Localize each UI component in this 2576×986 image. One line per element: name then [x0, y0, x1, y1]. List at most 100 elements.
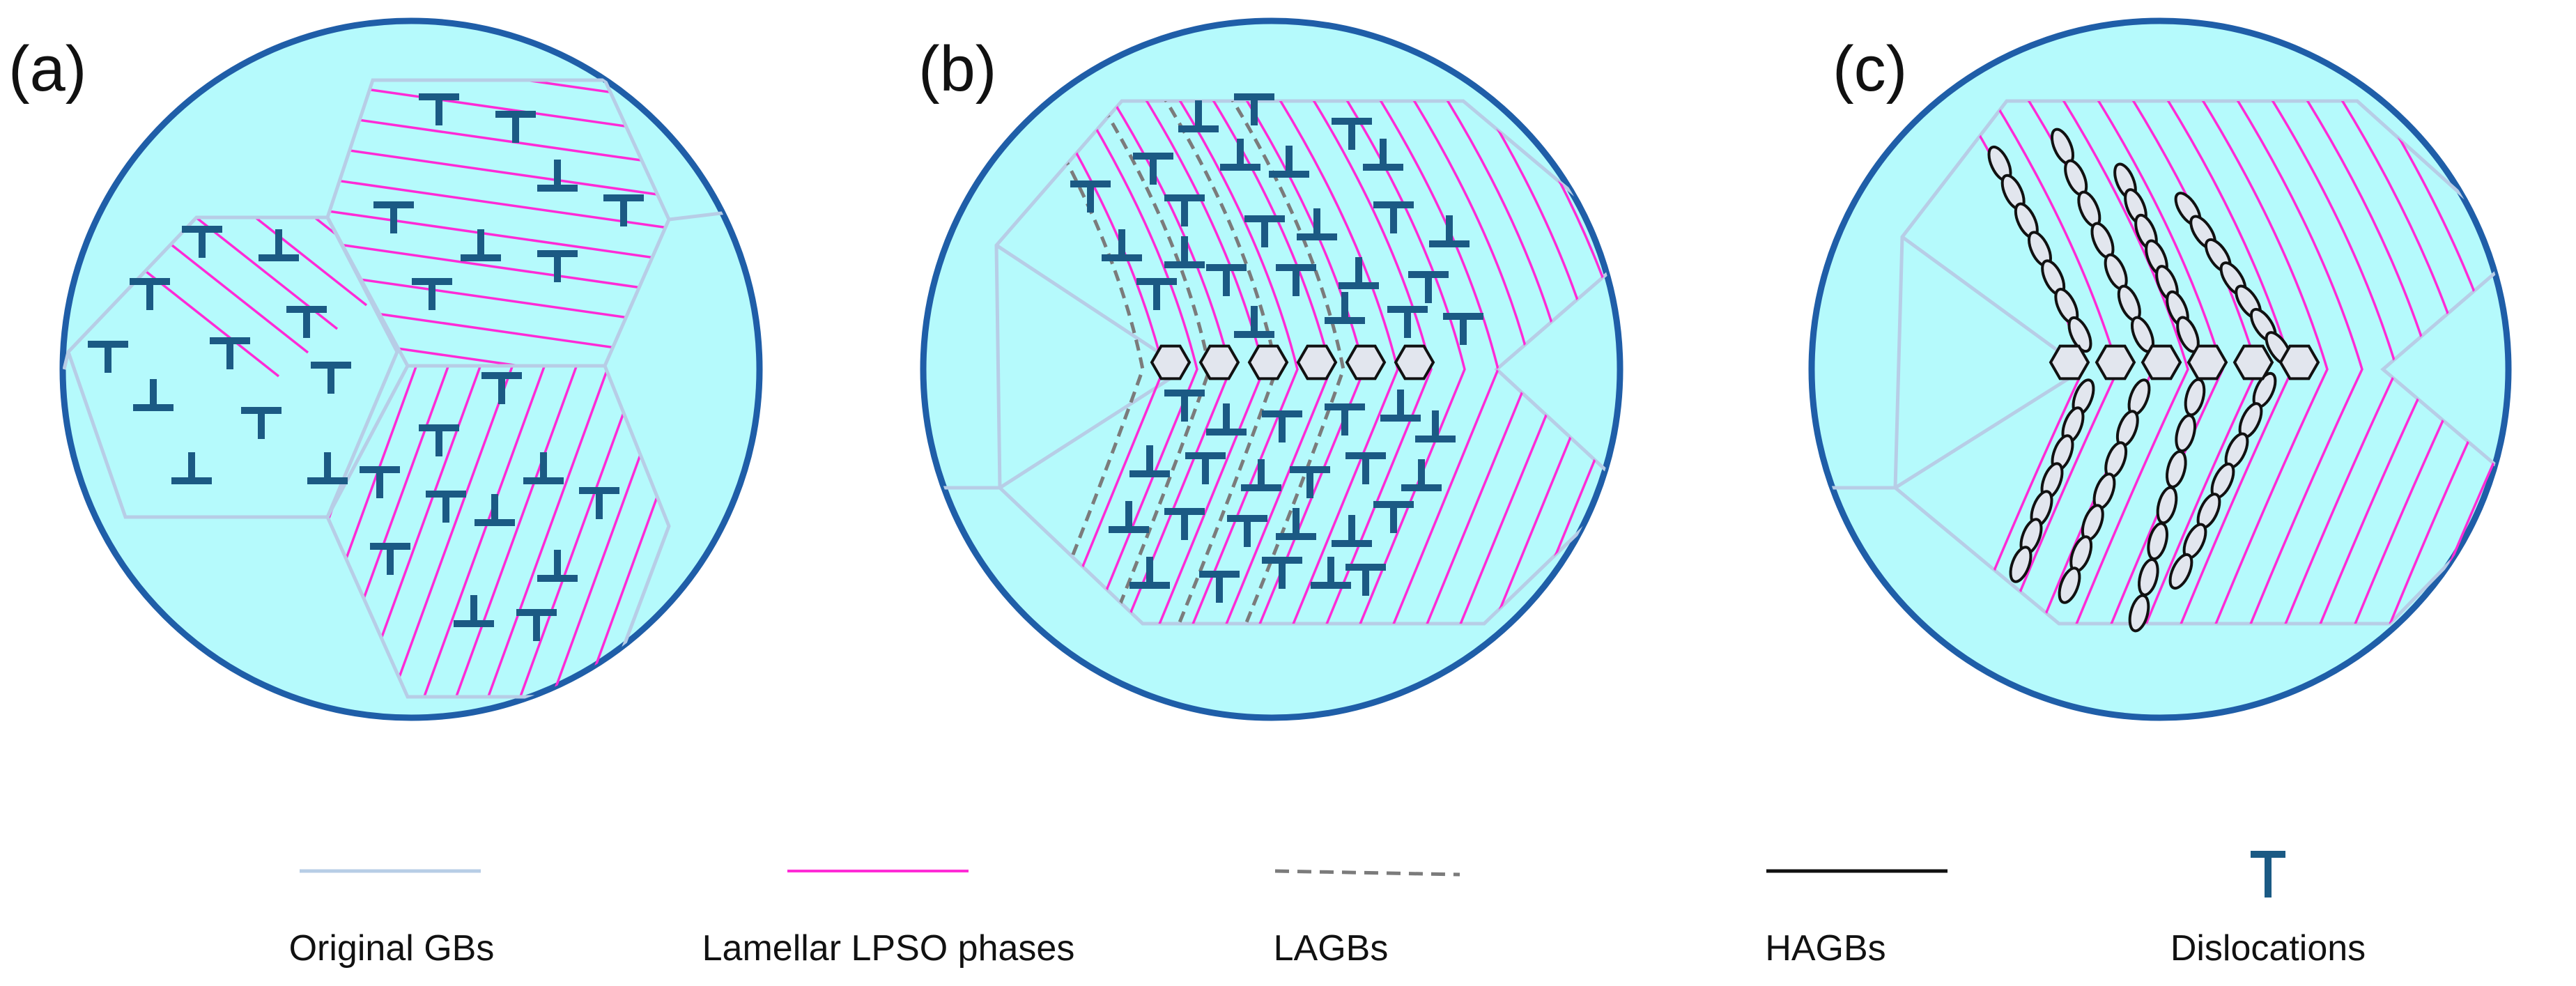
lpso-lamella [327, 275, 669, 361]
dislocation-down-icon [454, 595, 494, 627]
dislocation-down-icon [537, 550, 578, 582]
dislocation-down-icon [1164, 236, 1205, 268]
new-grain-hexagon [1150, 344, 1191, 380]
dislocation-up-icon [1262, 557, 1302, 589]
dislocation-down-icon [259, 229, 299, 261]
dislocation-down-icon [475, 494, 515, 526]
new-grain-hexagon [2232, 344, 2274, 380]
lpso-lamella [2221, 101, 2363, 624]
new-grain-hexagon [1394, 344, 1435, 380]
dislocation-up-icon [412, 278, 452, 310]
dislocation-down-icon [1401, 459, 1442, 491]
lpso-lamella [68, 217, 309, 354]
panel-label-b: (b) [918, 33, 996, 105]
dislocation-down-icon [1339, 257, 1379, 289]
dislocation-up-icon [370, 543, 410, 575]
lpso-lamella [68, 217, 280, 378]
legend-item-lpso: Lamellar LPSO phases [702, 870, 1075, 969]
dislocation-down-icon [1429, 215, 1470, 247]
lpso-lamella [1063, 101, 1198, 624]
lpso-lamella [327, 152, 669, 238]
lpso-lamella [68, 217, 339, 330]
new-grain-hexagon [2095, 344, 2136, 380]
dislocation-down-icon [1178, 100, 1219, 132]
dislocation-up-icon [419, 93, 459, 125]
dislocation-up-icon [360, 466, 400, 498]
dislocation-up-icon [537, 250, 578, 282]
dislocation-up-icon [286, 306, 327, 338]
dislocation-up-icon [1345, 452, 1386, 484]
lpso-lamella [327, 366, 442, 697]
dislocation-up-icon [1185, 452, 1226, 484]
lpso-lamella [188, 0, 718, 21]
recrystallized-grain [2128, 594, 2150, 633]
legend-item-lagbs: LAGBs [1274, 869, 1460, 969]
dislocation-down-icon [133, 379, 173, 411]
lagb-line [1015, 101, 1145, 624]
dislocation-down-icon [1380, 390, 1421, 422]
lpso-lamella [1264, 101, 1399, 624]
dislocation-up-icon [311, 362, 351, 394]
recrystallized-grain [2009, 546, 2033, 583]
lagb-line [1149, 101, 1279, 624]
dislocation-up-icon [1133, 153, 1173, 185]
new-grain-hexagon [1198, 344, 1240, 380]
dislocation-up-icon [1332, 118, 1372, 150]
lpso-lamella [464, 366, 634, 697]
recrystallized-grain [2067, 316, 2092, 353]
dislocation-up-icon [1387, 306, 1428, 338]
dislocation-down-icon [1220, 139, 1260, 171]
dislocation-down-icon [1325, 292, 1365, 324]
dislocation-down-icon [461, 229, 501, 261]
panel-a: (a) [8, 0, 763, 721]
dislocation-up-icon [1070, 180, 1111, 213]
dislocation-down-icon [1415, 410, 1456, 442]
legend-label-lagbs: LAGBs [1274, 928, 1389, 969]
new-grain-hexagon [2278, 344, 2320, 380]
dislocation-down-icon [1206, 403, 1247, 436]
dislocation-down-icon [523, 452, 564, 484]
panel-b: (b) [918, 17, 1624, 721]
panel-a-circle [59, 17, 763, 721]
new-grain-hexagon [1247, 344, 1289, 380]
dislocation-up-icon [373, 201, 414, 233]
panel-label-c: (c) [1833, 33, 1907, 105]
dislocation-up-icon [495, 111, 536, 143]
dislocation-down-icon [537, 160, 578, 192]
dislocation-up-icon [1164, 390, 1205, 422]
panel-label-a: (a) [8, 33, 86, 105]
dislocation-down-icon [1332, 515, 1372, 547]
legend-swatch-dislocation-icon [2251, 851, 2285, 898]
legend-label-lpso: Lamellar LPSO phases [702, 928, 1075, 969]
legend-item-hagbs: HAGBs [1765, 869, 1948, 969]
dislocation-up-icon [1234, 93, 1274, 125]
new-grain-hexagon [2186, 344, 2228, 380]
dislocation-down-icon [1269, 146, 1309, 178]
dislocation-down-icon [171, 452, 212, 484]
dislocation-up-icon [1345, 564, 1386, 596]
dislocation-down-icon [1129, 445, 1170, 477]
recrystallized-grain [2058, 567, 2081, 604]
lagb-line [1216, 101, 1345, 624]
lpso-lamella [2186, 101, 2329, 624]
lpso-lamella [327, 183, 669, 269]
dislocation-up-icon [88, 341, 128, 373]
hagb-grain-chains-c [1987, 128, 2292, 633]
dislocation-up-icon [182, 226, 222, 258]
dislocation-up-icon [1276, 264, 1316, 296]
dislocation-up-icon [419, 424, 459, 456]
dislocation-up-icon [1262, 410, 1302, 442]
dislocation-up-icon [426, 491, 466, 523]
dislocation-up-icon [1206, 264, 1247, 296]
dislocation-up-icon [1164, 194, 1205, 226]
legend-item-dislocations: Dislocations [2170, 851, 2366, 969]
lpso-lamella [1164, 101, 1299, 624]
dislocations-b [1070, 93, 1483, 603]
dislocation-up-icon [1290, 466, 1330, 498]
dislocation-up-icon [481, 372, 522, 404]
panel-c: (c) [1808, 17, 2512, 721]
new-grain-hexagon [1296, 344, 1338, 380]
dislocation-down-icon [307, 452, 348, 484]
lpso-lamella [528, 366, 669, 697]
dislocation-up-icon [241, 407, 281, 439]
